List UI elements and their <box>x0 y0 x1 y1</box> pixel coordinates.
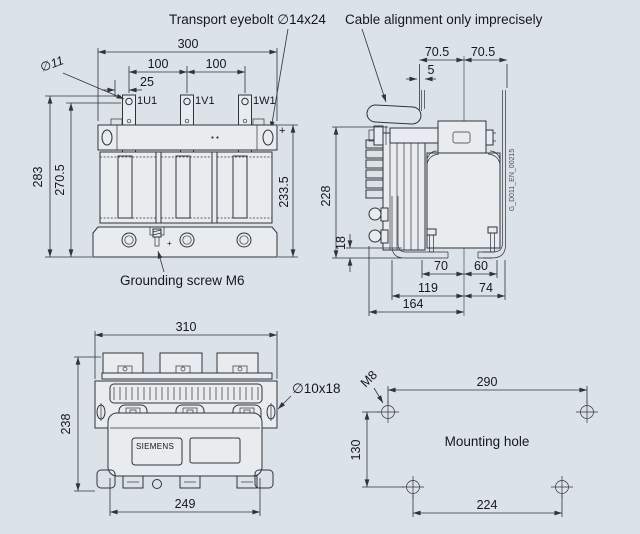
dim-18: 18 <box>334 236 348 250</box>
drawing-id: G_D011_EN_00215 <box>509 149 516 212</box>
transport-eyebolt-leader <box>269 28 289 130</box>
slot-leader <box>277 395 292 410</box>
feet <box>391 196 498 259</box>
dim-slot-10x18: ∅10x18 <box>292 381 341 396</box>
rating-plate <box>189 437 241 464</box>
thread-m8: M8 <box>358 368 380 390</box>
eyebolt-slot-left <box>101 129 113 146</box>
dim-238: 238 <box>59 414 73 435</box>
dim-130: 130 <box>349 440 363 461</box>
hole-11-leader <box>62 72 125 100</box>
hold-down-bolt-right <box>487 226 498 253</box>
grounding-screw-label: Grounding screw M6 <box>120 273 245 288</box>
dim-100-right: 100 <box>206 57 227 71</box>
cable-alignment-label: Cable alignment only imprecisely <box>345 12 543 27</box>
clamp-bolts-left <box>368 207 389 244</box>
dim-hole-11: ∅11 <box>38 53 65 74</box>
base-plus-marker: + <box>167 239 172 248</box>
front-view: 1U1 1V1 1W1 <box>31 37 298 288</box>
dim-224: 224 <box>477 498 498 512</box>
dim-290: 290 <box>477 375 498 389</box>
cable-alignment-leader <box>361 28 387 103</box>
m8-leader <box>373 387 384 404</box>
mounting-holes <box>377 401 598 498</box>
dim-100-left: 100 <box>148 57 169 71</box>
base: + <box>92 226 278 258</box>
grounding-screw-leader <box>157 250 165 273</box>
top-rail <box>97 118 278 151</box>
terminal-label-1w1: 1W1 <box>253 95 276 107</box>
terminal-hole-2 <box>183 97 191 106</box>
rail-plus-marker: + <box>279 125 285 137</box>
bottom-feet <box>96 469 274 489</box>
eyebolt-slot-right <box>262 129 274 146</box>
dim-233-5: 233.5 <box>277 176 291 207</box>
coil-blocks <box>99 151 273 224</box>
terminal-hole-3 <box>241 97 249 106</box>
core-stack <box>365 132 426 251</box>
terminal-hole-1 <box>125 97 133 106</box>
grounding-screw-top <box>152 479 162 489</box>
side-view: 70.5 70.5 5 228 18 70 60 119 74 <box>319 45 516 316</box>
nameplate <box>131 437 183 466</box>
dim-249: 249 <box>175 497 196 511</box>
housing-body: SIEMENS <box>107 412 263 477</box>
side-view-dimensions: 70.5 70.5 5 228 18 70 60 119 74 <box>319 45 508 316</box>
dim-70-5-left: 70.5 <box>425 45 449 59</box>
terminal-label-1u1: 1U1 <box>137 95 157 107</box>
cables <box>366 90 506 259</box>
mounting-view: 290 130 224 M8 Mounting hole <box>349 368 598 517</box>
dim-119: 119 <box>418 281 438 295</box>
dim-70: 70 <box>434 259 448 273</box>
hold-down-bolt-left <box>426 228 437 253</box>
dim-228: 228 <box>319 186 333 207</box>
coil-tops <box>101 352 273 380</box>
top-terminal-block <box>437 120 496 154</box>
annotations: Transport eyebolt ∅14x24 Cable alignment… <box>169 12 543 130</box>
dim-25: 25 <box>140 75 154 89</box>
dim-300: 300 <box>178 37 199 51</box>
dim-5: 5 <box>428 63 435 77</box>
terminal-label-1v1: 1V1 <box>195 95 215 107</box>
dim-164: 164 <box>403 297 424 311</box>
transport-eyebolt-label: Transport eyebolt ∅14x24 <box>169 12 326 27</box>
terminal-busbar <box>368 125 439 146</box>
mounting-hole-label: Mounting hole <box>445 434 530 449</box>
dim-270-5: 270.5 <box>53 164 67 195</box>
dim-310: 310 <box>176 320 197 334</box>
brand-label: SIEMENS <box>136 442 174 451</box>
dim-283: 283 <box>31 167 45 188</box>
base-holes <box>121 232 252 248</box>
grounding-screw <box>149 227 165 247</box>
top-view: SIEMENS 310 238 249 ∅10x18 <box>59 320 341 516</box>
dim-70-5-right: 70.5 <box>471 45 495 59</box>
top-view-dimensions: 310 238 249 ∅10x18 <box>59 320 341 516</box>
dim-74: 74 <box>479 281 493 295</box>
bent-cable-hook <box>366 104 422 125</box>
lamination-fins <box>365 139 384 199</box>
dim-60: 60 <box>474 259 488 273</box>
